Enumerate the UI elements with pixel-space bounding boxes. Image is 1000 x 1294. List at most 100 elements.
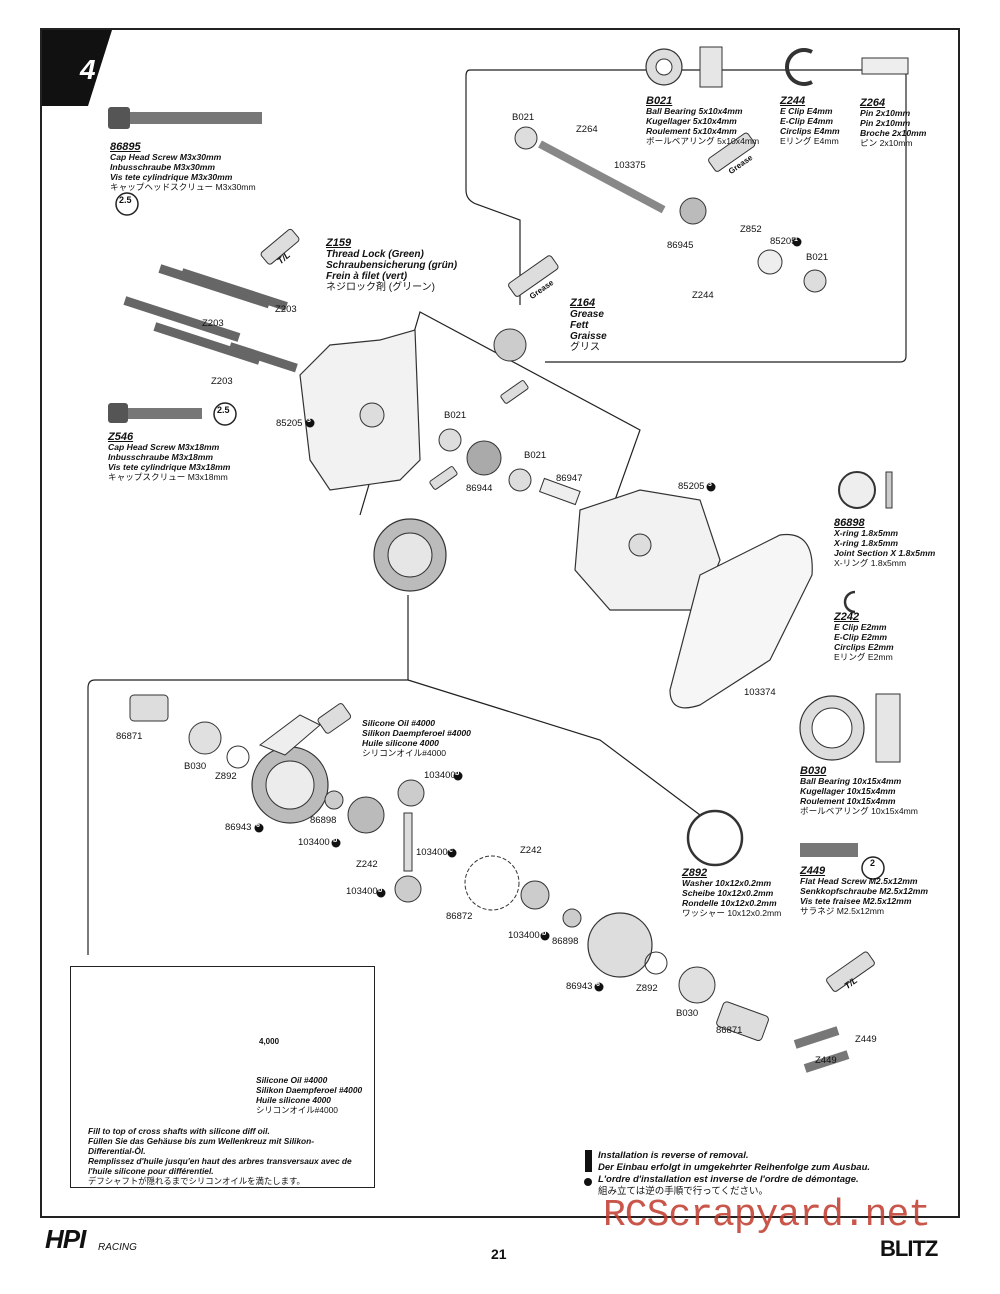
tube-grease-b	[708, 132, 756, 172]
z449-part-icon	[800, 843, 858, 857]
screw-86895-head	[108, 107, 130, 129]
callout-b021-a: B021	[512, 112, 535, 123]
step-number: 4	[80, 54, 96, 85]
tube-grease-d	[429, 466, 458, 490]
page-frame	[40, 28, 960, 1218]
tube-grease-c	[500, 380, 529, 404]
hex-wrench-2-5-icon-b	[213, 402, 237, 426]
callout-z242-b: Z242	[520, 845, 542, 856]
hex-wrench-2-5-icon-a	[115, 192, 139, 216]
gear-assembly-top	[493, 328, 527, 362]
hpi-racing-logo-text: RACING	[98, 1242, 137, 1253]
screw-z546-shank	[128, 408, 202, 419]
z892-part-icon	[686, 809, 744, 867]
callout-b021-c: B021	[444, 410, 467, 421]
bearing-b030-b	[678, 966, 716, 1004]
callout-103400-d: 103400	[346, 886, 378, 897]
part-info-86895: 86895 Cap Head Screw M3x30mm Inbusschrau…	[110, 141, 256, 193]
x-ring-86898-part-icon	[838, 471, 876, 509]
badge-b-b: b	[333, 837, 338, 844]
callout-85205-3a: 85205	[276, 418, 303, 429]
hex-size-a: 2.5	[119, 195, 132, 205]
badge-3b: 3	[708, 481, 712, 488]
diff-case-86943-b	[587, 912, 653, 978]
gasket-86872	[464, 855, 520, 911]
hex-wrench-2-icon	[861, 856, 885, 880]
xring-86898-b	[562, 908, 582, 928]
part-info-z159: Z159 Thread Lock (Green) Schraubensicher…	[326, 237, 458, 294]
inset-frame-bottom	[87, 595, 409, 955]
hex-size-c: 2	[870, 858, 876, 868]
blitz-logo: BLITZ	[880, 1236, 938, 1261]
bearing-b021-top-left	[514, 126, 538, 150]
badge-b-d: b	[542, 930, 547, 937]
washer-z892-b	[644, 951, 668, 975]
part-info-z164: Z164 Grease Fett Graisse グリス	[570, 297, 607, 354]
badge-3a: 3	[307, 417, 311, 424]
oil-bottle-silicone	[317, 703, 352, 734]
callout-86871-a: 86871	[116, 731, 143, 742]
part-info-z892: Z892 Washer 10x12x0.2mm Scheibe 10x12x0.…	[682, 867, 782, 919]
shaft-103375	[538, 140, 666, 214]
callout-z244: Z244	[692, 290, 714, 301]
callout-86945: 86945	[667, 240, 694, 251]
badge-6b: 6	[596, 981, 600, 988]
badge-b-c: b	[378, 887, 383, 894]
watermark: RCScrapyard.net	[603, 1194, 931, 1237]
callout-86944: 86944	[466, 483, 493, 494]
callout-b021-d: B021	[524, 450, 547, 461]
reverse-installation-warning: Installation is reverse of removal. Der …	[598, 1150, 871, 1197]
part-info-z244: Z244 E Clip E4mm E-Clip E4mm Circlips E4…	[780, 95, 840, 147]
bevel-gear-103400-d	[394, 875, 422, 903]
callout-b030-a: B030	[184, 761, 207, 772]
part-info-86898: 86898 X-ring 1.8x5mm X-ring 1.8x5mm Join…	[834, 517, 936, 569]
screw-86895-shank	[130, 112, 262, 124]
part-info-z264: Z264 Pin 2x10mm Pin 2x10mm Broche 2x10mm…	[860, 97, 927, 149]
callout-z242-a: Z242	[356, 859, 378, 870]
callout-86943-a: 86943	[225, 822, 252, 833]
hex-size-b: 2.5	[217, 405, 230, 415]
callout-b021-b: B021	[806, 252, 829, 263]
page-number: 21	[491, 1246, 507, 1262]
callout-86898-a: 86898	[310, 815, 337, 826]
bearing-b021-top-right	[803, 269, 827, 293]
callout-85205-3b: 85205	[678, 481, 705, 492]
callout-z449-a: Z449	[855, 1034, 877, 1045]
badge-1: 1	[794, 236, 798, 243]
tube-threadlock-b	[826, 951, 875, 992]
screw-z546-head	[108, 403, 128, 423]
gear-86945	[679, 197, 707, 225]
bevel-gear-103400-a	[347, 796, 385, 834]
gear-86944	[466, 440, 502, 476]
callout-103400-c: 103400	[416, 847, 448, 858]
callout-103400-b: 103400	[298, 837, 330, 848]
callout-85205-1: 85205	[770, 236, 797, 247]
part-info-b021: B021 Ball Bearing 5x10x4mm Kugellager 5x…	[646, 95, 760, 147]
oil-bottle-label: 4,000	[259, 1037, 280, 1046]
step-tab-shape	[42, 30, 112, 106]
callout-103400-a: 103400	[424, 770, 456, 781]
washer-z892-a	[226, 745, 250, 769]
bevel-gear-103400-e	[520, 880, 550, 910]
badge-c: c	[449, 847, 453, 854]
badge-6a: 6	[256, 822, 260, 829]
bearing-b030-a	[188, 721, 222, 755]
callout-86943-b: 86943	[566, 981, 593, 992]
badge-b-a: b	[455, 770, 460, 777]
callout-86898-b: 86898	[552, 936, 579, 947]
gearbox-half-left	[299, 329, 421, 491]
part-info-b030: B030 Ball Bearing 10x15x4mm Kugellager 1…	[800, 765, 918, 817]
shaft-86947	[538, 477, 581, 506]
callout-z203-a: Z203	[275, 304, 297, 315]
callout-b030-b: B030	[676, 1008, 699, 1019]
callout-z449-b: Z449	[815, 1055, 837, 1066]
step-tab	[40, 28, 110, 106]
callout-103400-e: 103400	[508, 930, 540, 941]
part-info-silicone-oil: Silicone Oil #4000 Silikon Daempferoel #…	[362, 718, 471, 758]
xring-86898-a	[324, 790, 344, 810]
outdrive-86871-a	[129, 694, 169, 722]
motor-plate-103374	[669, 533, 813, 709]
outdrive-86871-b	[716, 1001, 769, 1042]
inset-connector-top	[465, 69, 521, 305]
